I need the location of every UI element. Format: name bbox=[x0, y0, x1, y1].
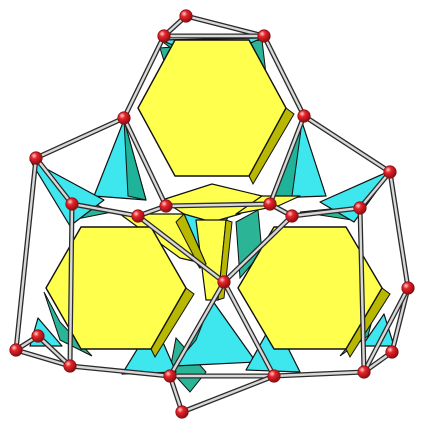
strut bbox=[222, 214, 294, 284]
strut bbox=[268, 114, 306, 206]
strut bbox=[390, 286, 410, 354]
frame-node bbox=[29, 151, 43, 165]
strut bbox=[290, 206, 362, 218]
tetrahedron-shade bbox=[123, 119, 147, 201]
strut bbox=[362, 286, 410, 374]
frame-node bbox=[63, 359, 77, 373]
frame-node bbox=[267, 369, 281, 383]
strut bbox=[136, 214, 226, 284]
strut bbox=[168, 280, 226, 378]
strut bbox=[122, 34, 166, 120]
strut bbox=[262, 34, 306, 118]
frame-node bbox=[117, 111, 131, 125]
frame-nodes bbox=[9, 9, 415, 419]
frame-node bbox=[263, 197, 277, 211]
hexagon-face bbox=[137, 39, 287, 177]
frame-node bbox=[175, 405, 189, 419]
strut bbox=[122, 116, 168, 208]
strut bbox=[388, 170, 410, 290]
frame-node bbox=[385, 345, 399, 359]
frame-node bbox=[9, 343, 23, 357]
strut bbox=[180, 374, 276, 414]
frame-node bbox=[353, 201, 367, 215]
frame-node bbox=[159, 199, 173, 213]
strut bbox=[358, 170, 392, 210]
frame-node bbox=[179, 9, 193, 23]
frame-node bbox=[285, 209, 299, 223]
strut bbox=[302, 114, 392, 174]
strut bbox=[68, 202, 74, 368]
frame-node bbox=[357, 365, 371, 379]
strut bbox=[14, 156, 38, 352]
central-junction-shade bbox=[175, 213, 207, 269]
strut bbox=[222, 280, 276, 378]
strut bbox=[70, 202, 140, 218]
hexagon-face bbox=[237, 226, 383, 350]
frame-node bbox=[157, 29, 171, 43]
frame-node bbox=[401, 281, 415, 295]
frame-node bbox=[383, 165, 397, 179]
strut bbox=[34, 156, 74, 206]
strut bbox=[164, 202, 272, 208]
truncated-octahedra bbox=[45, 39, 391, 359]
frame-node bbox=[217, 275, 231, 289]
strut bbox=[68, 364, 172, 378]
frame-node bbox=[65, 197, 79, 211]
strut bbox=[358, 206, 366, 374]
strut bbox=[272, 370, 366, 378]
frame-node bbox=[131, 209, 145, 223]
frame-node bbox=[163, 369, 177, 383]
frame-node bbox=[257, 29, 271, 43]
frame-node bbox=[297, 109, 311, 123]
strut bbox=[184, 14, 266, 38]
frame-node bbox=[31, 329, 45, 343]
strut bbox=[36, 334, 72, 368]
strut bbox=[14, 348, 72, 368]
strut bbox=[34, 116, 126, 160]
tetrahedron-face bbox=[173, 299, 257, 367]
